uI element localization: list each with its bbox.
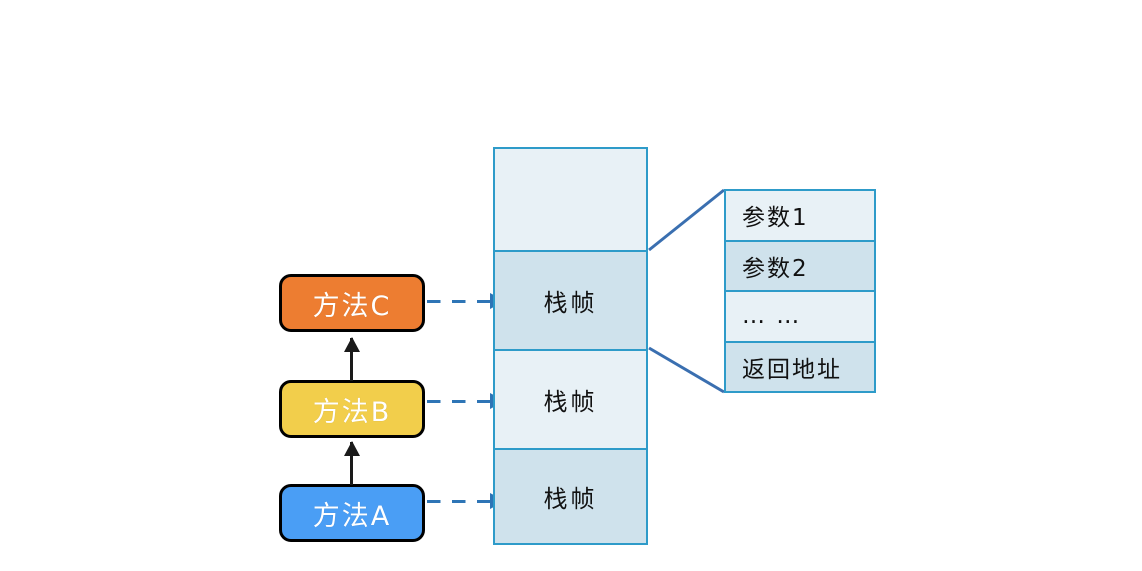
detail-row-param1: 参数1 [726,191,874,240]
detail-row-return-address-label: 返回地址 [742,356,842,383]
detail-row-param1-label: 参数1 [742,205,809,232]
dashed-arrow-method-c-to-frame [427,293,505,309]
method-box-c[interactable]: 方法C [279,274,425,332]
detail-row-param2-label: 参数2 [742,255,809,282]
stack-column: 栈帧 栈帧 栈帧 [493,147,648,545]
stack-cell-frame-a-label: 栈帧 [543,485,598,513]
detail-row-ellipsis: … … [726,290,874,341]
stack-cell-frame-b[interactable]: 栈帧 [495,349,646,448]
dashed-arrow-method-b-to-frame [427,393,505,409]
method-box-b[interactable]: 方法B [279,380,425,438]
method-box-b-label: 方法B [312,396,392,428]
stack-cell-frame-a[interactable]: 栈帧 [495,448,646,543]
connector-line-bottom [648,346,725,394]
method-box-a-label: 方法A [312,500,392,532]
detail-row-ellipsis-label: … … [742,303,802,330]
stack-cell-frame-c[interactable]: 栈帧 [495,250,646,349]
method-box-c-label: 方法C [312,290,392,322]
stack-cell-empty [495,149,646,250]
stack-cell-frame-c-label: 栈帧 [543,289,598,317]
method-box-a[interactable]: 方法A [279,484,425,542]
detail-row-return-address: 返回地址 [726,340,874,391]
connector-line-top [648,188,725,252]
frame-detail-panel: 参数1 参数2 … … 返回地址 [724,189,876,393]
detail-row-param2: 参数2 [726,239,874,290]
call-arrow-b-to-c [343,337,360,381]
call-arrow-a-to-b [343,441,360,485]
dashed-arrow-method-a-to-frame [427,493,505,509]
stack-cell-frame-b-label: 栈帧 [543,388,598,416]
